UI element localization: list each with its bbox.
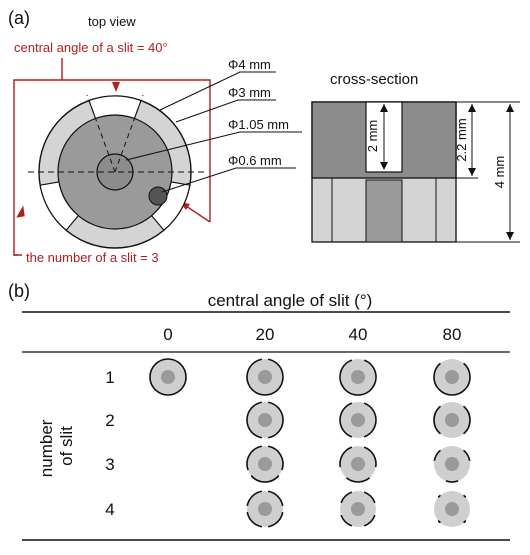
sample-rim-arc <box>340 514 353 527</box>
sample-rim-arc <box>433 449 441 462</box>
sample-rim-arc <box>339 359 377 396</box>
column-header-0: 0 <box>163 325 172 344</box>
sample-rim-arc <box>339 446 353 468</box>
sample-rim-arc <box>267 511 284 528</box>
sample-rim-arc <box>363 446 377 468</box>
sample-rim-arc <box>363 402 377 438</box>
dim-slot-depth: 2 mm <box>365 120 380 153</box>
sample-n1-a20 <box>246 358 284 396</box>
row-title-line1: number <box>37 419 56 477</box>
cross-section-core <box>365 179 403 243</box>
sample-core <box>445 413 459 427</box>
sample-core <box>351 457 365 471</box>
sample-grid <box>149 358 471 528</box>
sample-rim-arc <box>340 491 353 504</box>
sample-n4-a80 <box>434 491 470 527</box>
sample-n1-a40 <box>339 359 377 396</box>
row-title-line2: of slit <box>57 426 76 466</box>
sample-rim-arc <box>267 401 284 439</box>
sample-core <box>258 457 272 471</box>
sample-rim-arc <box>246 445 263 471</box>
sample-rim-arc <box>267 490 284 507</box>
sample-rim-arc <box>433 405 441 435</box>
row-headers: 1 2 3 4 <box>105 368 114 519</box>
sample-n4-a20 <box>246 490 284 528</box>
sample-n2-a20 <box>246 401 284 439</box>
row-title: number of slit <box>37 415 76 477</box>
dim-upper-height: 2.2 mm <box>454 118 469 161</box>
dim-hole-diameter: Φ0.6 mm <box>228 153 282 168</box>
sample-core <box>161 370 175 384</box>
slit-gap <box>39 181 80 231</box>
column-header-80: 80 <box>443 325 462 344</box>
sample-n2-a40 <box>339 402 377 438</box>
cross-section-title: cross-section <box>330 71 418 88</box>
sample-n4-a40 <box>340 491 376 527</box>
sample-n3-a80 <box>433 446 471 483</box>
top-view-title: top view <box>88 14 136 29</box>
row-header-3: 3 <box>105 455 114 474</box>
sample-rim-arc <box>463 520 467 524</box>
sample-rim-arc <box>437 520 441 524</box>
sample-rim-arc <box>246 511 263 528</box>
sample-n1-a0 <box>149 358 187 396</box>
sample-rim-arc <box>345 477 371 483</box>
sample-rim-arc <box>445 480 459 483</box>
slit-gap <box>88 95 142 120</box>
sample-rim-arc <box>433 362 471 396</box>
dim-core-diameter: Φ1.05 mm <box>228 117 289 132</box>
column-title: central angle of slit (°) <box>208 291 373 310</box>
dim-outer-diameter: Φ4 mm <box>228 57 271 72</box>
cross-section-arrowheads <box>380 104 514 240</box>
sample-rim-arc <box>463 494 467 498</box>
slit-number-label: the number of a slit = 3 <box>26 250 159 265</box>
top-view-disc <box>28 94 205 249</box>
sample-rim-arc <box>250 475 280 483</box>
column-header-20: 20 <box>256 325 275 344</box>
cross-section-dim-lines <box>383 101 520 243</box>
sample-core <box>351 413 365 427</box>
sample-n3-a20 <box>246 445 284 483</box>
panel-a-label: (a) <box>8 8 30 28</box>
sample-rim-arc <box>246 358 284 396</box>
dim-inner-diameter: Φ3 mm <box>228 85 271 100</box>
sample-core <box>258 370 272 384</box>
sample-rim <box>149 358 187 396</box>
central-angle-label: central angle of a slit = 40° <box>14 40 168 55</box>
sample-rim-arc <box>339 402 353 438</box>
sample-core <box>258 502 272 516</box>
sample-n2-a80 <box>433 402 471 438</box>
row-header-2: 2 <box>105 411 114 430</box>
sample-rim-arc <box>363 491 376 504</box>
sample-n1-a80 <box>433 359 471 396</box>
panel-b-label: (b) <box>8 281 30 301</box>
angle-line-right <box>114 94 144 173</box>
sample-rim-arc <box>267 445 284 471</box>
sample-rim-arc <box>463 405 471 435</box>
sample-core <box>258 413 272 427</box>
row-header-1: 1 <box>105 368 114 387</box>
column-headers: 0 20 40 80 <box>163 325 461 344</box>
sample-rim-arc <box>246 490 263 507</box>
sample-core <box>351 502 365 516</box>
sample-core <box>445 370 459 384</box>
row-header-4: 4 <box>105 500 114 519</box>
sample-rim-arc <box>363 514 376 527</box>
sample-core <box>351 370 365 384</box>
sample-rim-arc <box>463 449 471 462</box>
sample-core <box>445 457 459 471</box>
dim-total-height: 4 mm <box>492 156 507 189</box>
small-hole <box>148 186 168 206</box>
sample-rim-arc <box>437 494 441 498</box>
sample-n3-a40 <box>339 446 377 483</box>
dimension-leaders <box>125 71 302 193</box>
angle-line-left <box>86 94 116 173</box>
sample-core <box>445 502 459 516</box>
sample-rim-arc <box>246 401 263 439</box>
column-header-40: 40 <box>349 325 368 344</box>
